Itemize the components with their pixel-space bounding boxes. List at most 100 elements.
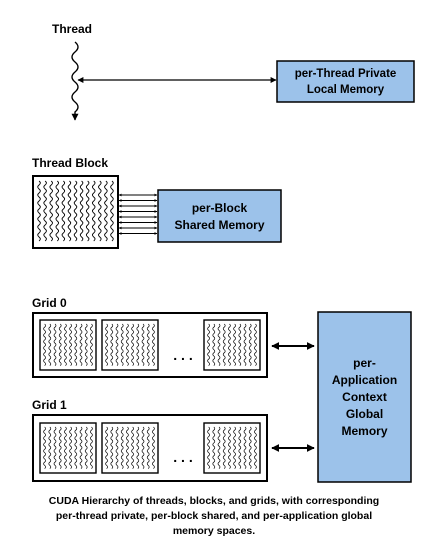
grid-1-ellipsis: . . .: [173, 449, 192, 465]
thread-squiggle: [53, 323, 57, 366]
thread-squiggle: [104, 180, 108, 242]
thread-squiggle: [136, 426, 140, 469]
thread-squiggle: [55, 180, 60, 242]
thread-squiggle: [105, 426, 108, 469]
thread-squiggle: [61, 180, 66, 242]
thread-squiggle: [69, 426, 72, 469]
thread-squiggle: [152, 323, 155, 366]
thread-squiggle: [71, 41, 79, 121]
grid-thread-block: [101, 319, 159, 371]
grid-1-blocks: [39, 422, 261, 474]
global-memory-line4: Global: [346, 407, 383, 421]
thread-memory-line2: Local Memory: [307, 84, 385, 96]
thread-squiggle: [105, 323, 108, 366]
thread-squiggle: [233, 426, 236, 469]
thread-squiggle: [110, 180, 114, 242]
thread-squiggle: [222, 323, 226, 366]
grid-thread-block-squiggles: [105, 426, 155, 469]
thread-squiggle: [212, 426, 216, 469]
thread-squiggle: [43, 180, 47, 242]
thread-squiggle: [254, 426, 257, 469]
thread-squiggle: [152, 426, 155, 469]
thread-squiggle: [141, 426, 145, 469]
thread-squiggle: [64, 323, 67, 366]
thread-squiggle: [48, 426, 52, 469]
thread-squiggle: [228, 323, 231, 366]
thread-squiggle: [136, 323, 140, 366]
thread-squiggle: [84, 426, 88, 469]
thread-squiggle: [90, 323, 93, 366]
thread-squiggle: [58, 426, 62, 469]
grid-0-blocks: [39, 319, 261, 371]
thread-block-squiggles: [37, 180, 114, 242]
thread-squiggle: [217, 323, 221, 366]
thread-squiggle: [49, 180, 53, 242]
grid-0: . . .: [32, 312, 268, 378]
thread-squiggle: [248, 323, 252, 366]
grid-thread-block-squiggles: [43, 426, 93, 469]
thread-squiggle: [84, 323, 88, 366]
thread-memory-line1: per-Thread Private: [295, 68, 397, 80]
grid-1: . . .: [32, 414, 268, 482]
thread-squiggle: [131, 426, 134, 469]
thread-squiggle: [115, 426, 119, 469]
global-memory-line5: Memory: [341, 424, 387, 438]
grid-thread-block: [39, 422, 97, 474]
thread-label: Thread: [52, 22, 92, 36]
grid-thread-block-squiggles: [207, 323, 257, 366]
thread-squiggle: [238, 426, 242, 469]
grid-thread-block-squiggles: [105, 323, 155, 366]
thread-squiggle: [90, 426, 93, 469]
thread-squiggle: [67, 180, 72, 242]
thread-block-label: Thread Block: [32, 156, 108, 170]
thread-squiggle: [222, 426, 226, 469]
global-memory-line1: per-: [353, 356, 376, 370]
thread-squiggle: [79, 323, 83, 366]
thread-squiggle: [243, 323, 247, 366]
thread-squiggle: [146, 323, 150, 366]
thread-block: [32, 175, 119, 249]
figure-caption: CUDA Hierarchy of threads, blocks, and g…: [10, 494, 418, 539]
thread-squiggle: [217, 426, 221, 469]
caption-line2: per-thread private, per-block shared, an…: [55, 510, 373, 522]
thread-squiggle: [228, 426, 231, 469]
thread-squiggle: [58, 323, 62, 366]
grid-thread-block: [203, 422, 261, 474]
thread-squiggle: [141, 323, 145, 366]
global-memory-line3: Context: [342, 390, 387, 404]
thread-squiggle: [74, 323, 78, 366]
thread-squiggle: [126, 323, 129, 366]
thread-squiggle: [207, 323, 210, 366]
thread-squiggle: [238, 323, 242, 366]
thread-squiggle: [43, 323, 46, 366]
per-thread-local-memory-box: per-Thread Private Local Memory: [276, 60, 415, 103]
thread-squiggle: [120, 426, 124, 469]
thread-squiggle: [53, 426, 57, 469]
thread-squiggle: [85, 180, 90, 242]
thread-squiggle: [37, 180, 41, 242]
thread-squiggle: [115, 323, 119, 366]
thread-squiggle: [248, 426, 252, 469]
global-memory-line2: Application: [332, 373, 397, 387]
thread-squiggle: [64, 426, 67, 469]
thread-squiggle: [254, 323, 257, 366]
block-memory-line2: Shared Memory: [174, 218, 264, 232]
thread-squiggle: [120, 323, 124, 366]
thread-squiggle: [79, 426, 83, 469]
thread-squiggle: [79, 180, 84, 242]
thread-squiggle: [207, 426, 210, 469]
grid-0-label: Grid 0: [32, 296, 67, 310]
thread-squiggle: [73, 180, 78, 242]
thread-squiggle: [69, 323, 72, 366]
thread-squiggle: [91, 180, 96, 242]
thread-squiggle: [233, 323, 236, 366]
grid-thread-block: [39, 319, 97, 371]
thread-squiggle: [98, 180, 102, 242]
thread-squiggle: [48, 323, 52, 366]
grid-thread-block-squiggles: [43, 323, 93, 366]
thread-squiggle: [146, 426, 150, 469]
thread-squiggle: [243, 426, 247, 469]
thread-squiggle: [110, 323, 114, 366]
thread-squiggle: [110, 426, 114, 469]
grid-thread-block: [101, 422, 159, 474]
